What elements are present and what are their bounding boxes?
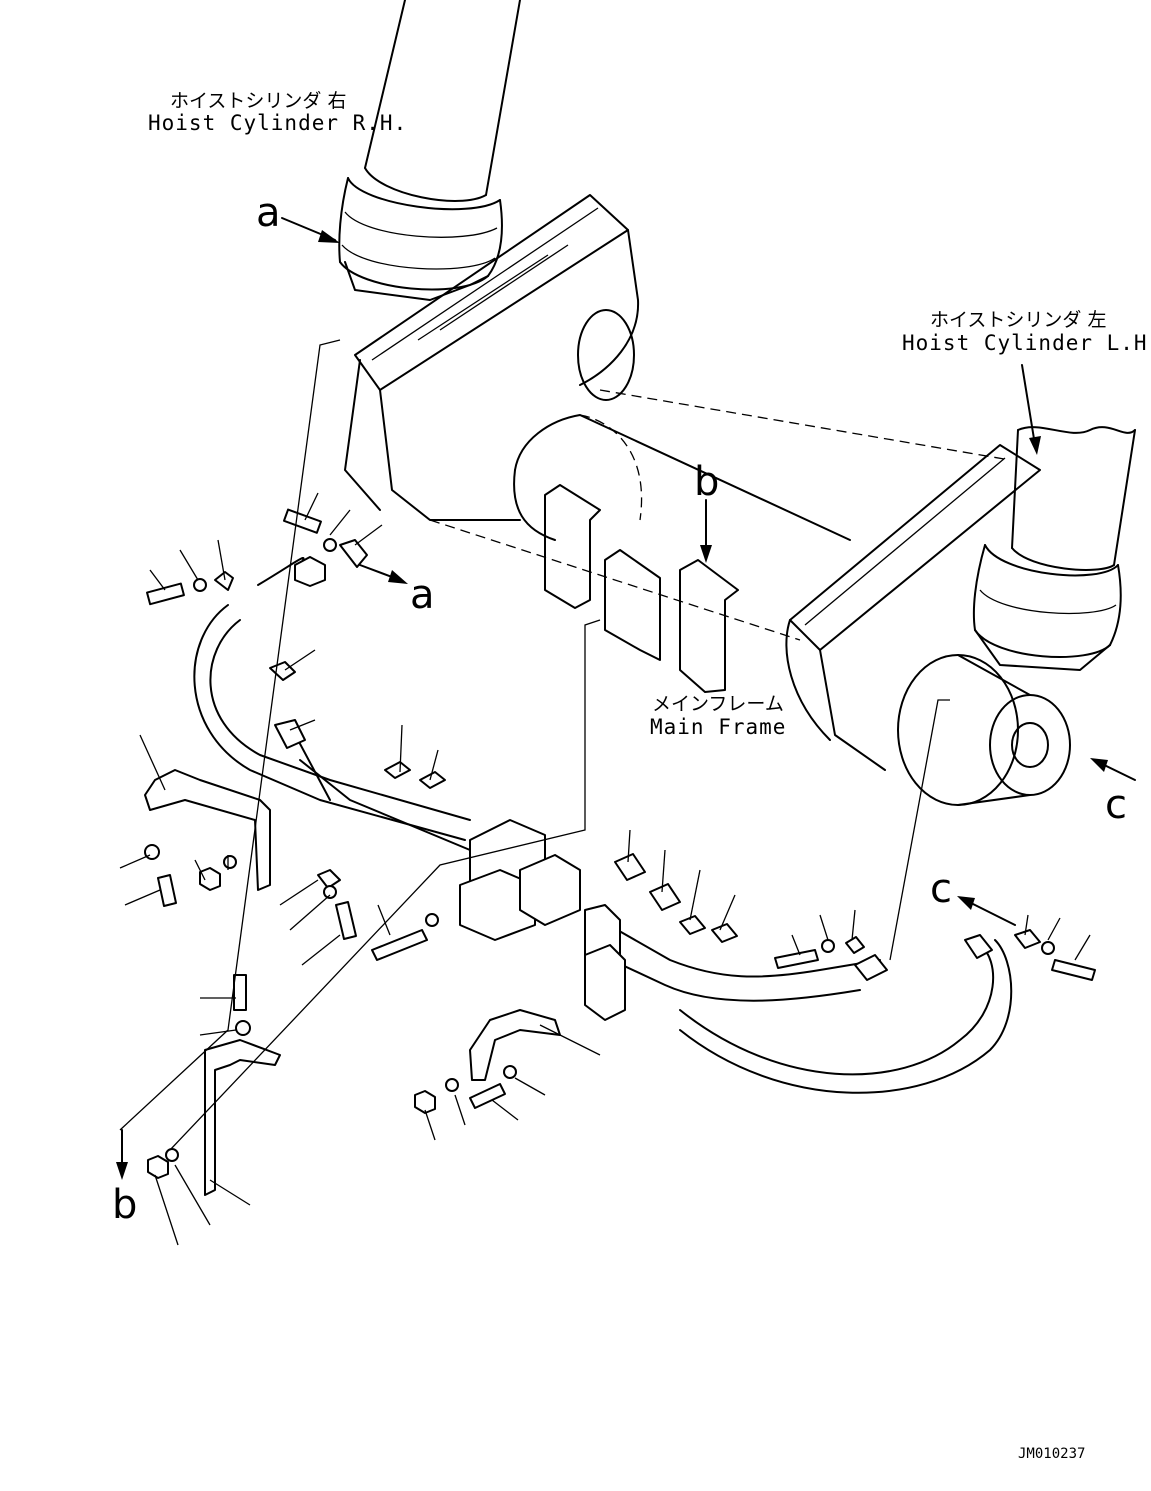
reference-letter-c-right: c [1105,782,1127,828]
reference-letter-a-right: a [410,572,435,618]
reference-letter-a-top: a [256,190,281,236]
drawing-code: JM010237 [1018,1446,1085,1462]
hoist-cylinder-rh-label-jp: ホイストシリンダ 右 [170,90,346,112]
main-frame-label-en: Main Frame [650,715,786,739]
support-brackets [144,769,561,1196]
main-frame-brackets [544,484,739,693]
reference-letter-c-left: c [930,866,952,912]
hoist-cylinder-lh-label-jp: ホイストシリンダ 左 [930,309,1106,331]
hose-assemblies [193,556,1013,1094]
hoist-cylinder-rh [338,0,521,301]
hoist-cylinder-lh [972,426,1136,671]
reference-letter-b-bottom: b [112,1182,137,1228]
reference-arrows [116,217,1136,1180]
main-frame-label-jp: メインフレーム [652,693,784,715]
valve-block [459,819,626,1021]
hoist-cylinder-rh-label-en: Hoist Cylinder R.H. [148,111,407,135]
hoist-cylinder-lh-label-en: Hoist Cylinder L.H. [902,331,1151,355]
rear-axle-housing [344,194,1071,806]
reference-letter-b-top: b [694,459,719,505]
fasteners [144,508,1096,1179]
leader-lines [119,339,1091,1246]
